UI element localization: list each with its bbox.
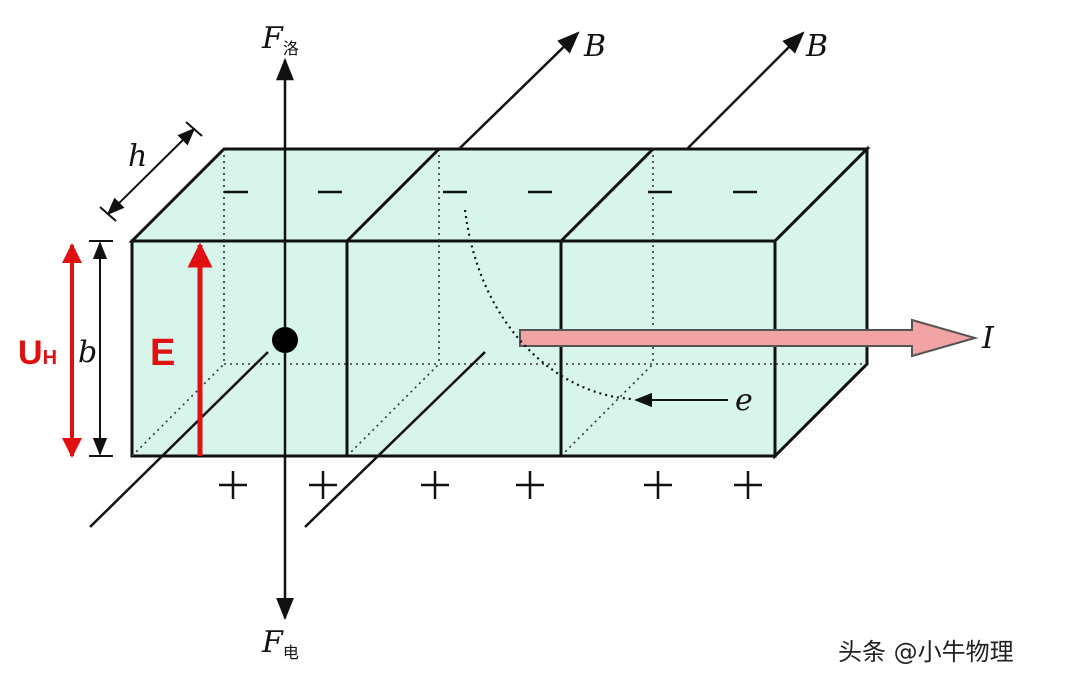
thickness-dimension [99, 121, 203, 222]
current-arrow [519, 318, 979, 358]
electron-dot [272, 327, 298, 353]
watermark: 头条 @小牛物理 [838, 638, 1014, 666]
electric-force-label: F电 [261, 625, 299, 662]
magnetic-field-lines [89, 31, 805, 528]
height-label: b [78, 335, 97, 370]
electric-field-label: E [150, 332, 175, 374]
conductor-block [128, 145, 871, 460]
height-dimension [89, 240, 113, 457]
electron-label: e [735, 383, 753, 418]
lorentz-force-label: F洛 [261, 21, 299, 58]
b-field-label-1: B [583, 29, 606, 64]
positive-charges [219, 471, 762, 499]
b-field-label-2: B [805, 29, 828, 64]
hall-voltage-label: UH [18, 334, 57, 372]
current-label: I [981, 321, 995, 356]
thickness-label: h [128, 139, 147, 174]
